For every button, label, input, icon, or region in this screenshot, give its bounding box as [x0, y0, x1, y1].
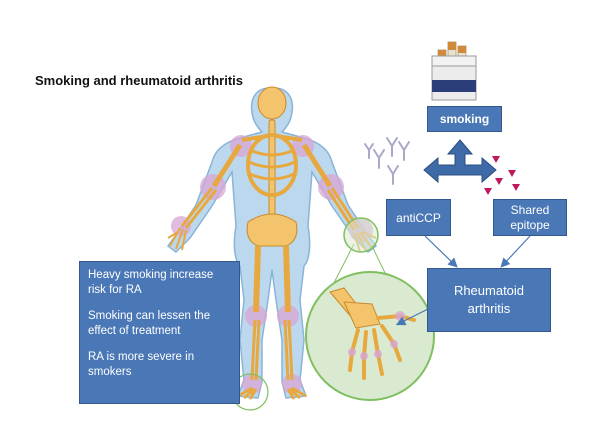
- femur-right: [283, 245, 291, 313]
- anticcp-label: antiCCP: [396, 210, 441, 225]
- forearm-left: [180, 187, 218, 229]
- anticcp-box: antiCCP: [386, 199, 451, 236]
- pelvis: [246, 213, 298, 247]
- humerus-left: [211, 143, 243, 188]
- wrist-zoom-circle: [343, 217, 379, 253]
- four-way-arrow-icon: [423, 139, 497, 184]
- cigarette-pack-icon: [431, 41, 477, 101]
- antibody-icon: [386, 137, 398, 157]
- triangle-epitope-icon: [512, 184, 520, 191]
- tibia-right: [283, 319, 294, 381]
- shared-epitope-label-line2: epitope: [510, 217, 550, 232]
- shared-epitope-label-line1: Shared: [510, 202, 550, 217]
- joint-knee-right: [277, 305, 299, 327]
- arrow-anticcp-to-ra: [424, 235, 458, 268]
- fact-item: RA is more severe in smokers: [88, 351, 195, 378]
- shared-epitope-box: Shared epitope: [493, 199, 567, 236]
- triangle-epitope-icon: [484, 188, 492, 195]
- foot-right: [286, 386, 307, 400]
- humerus-right: [301, 143, 333, 188]
- skull: [257, 86, 287, 120]
- antibody-icon: [398, 141, 410, 161]
- hand-bones-zoom-illustration: [305, 271, 435, 401]
- antibody-icon: [364, 143, 374, 159]
- foot-left: [237, 386, 258, 400]
- diagram-title: Smoking and rheumatoid arthritis: [35, 73, 244, 88]
- rheumatoid-arthritis-box: Rheumatoid arthritis: [427, 268, 551, 332]
- antibody-icon: [387, 165, 399, 185]
- femur-left: [253, 245, 261, 313]
- smoking-label: smoking: [439, 112, 490, 126]
- smoking-box: smoking: [427, 106, 502, 132]
- fact-item: Heavy smoking increase risk for RA: [88, 269, 214, 296]
- antibody-icon: [373, 149, 385, 169]
- facts-box: Heavy smoking increase risk for RA Smoki…: [79, 261, 240, 404]
- triangle-epitope-icon: [492, 156, 500, 163]
- arrow-epitope-to-ra: [500, 235, 531, 268]
- triangle-epitope-icon: [508, 170, 516, 177]
- ribcage: [246, 133, 298, 197]
- ra-label-line1: Rheumatoid: [453, 283, 525, 298]
- arrow-ra-to-hand: [395, 307, 431, 326]
- tibia-left: [250, 319, 261, 381]
- triangle-epitope-icon: [495, 178, 503, 185]
- hand-left: [167, 227, 187, 251]
- antibody-icons: [364, 137, 410, 185]
- fact-item: Smoking can lessen the effect of treatme…: [88, 310, 211, 337]
- joint-knee-left: [245, 305, 267, 327]
- clavicles: [241, 134, 303, 142]
- ra-label-line2: arthritis: [467, 301, 511, 316]
- epitope-icons: [484, 156, 520, 195]
